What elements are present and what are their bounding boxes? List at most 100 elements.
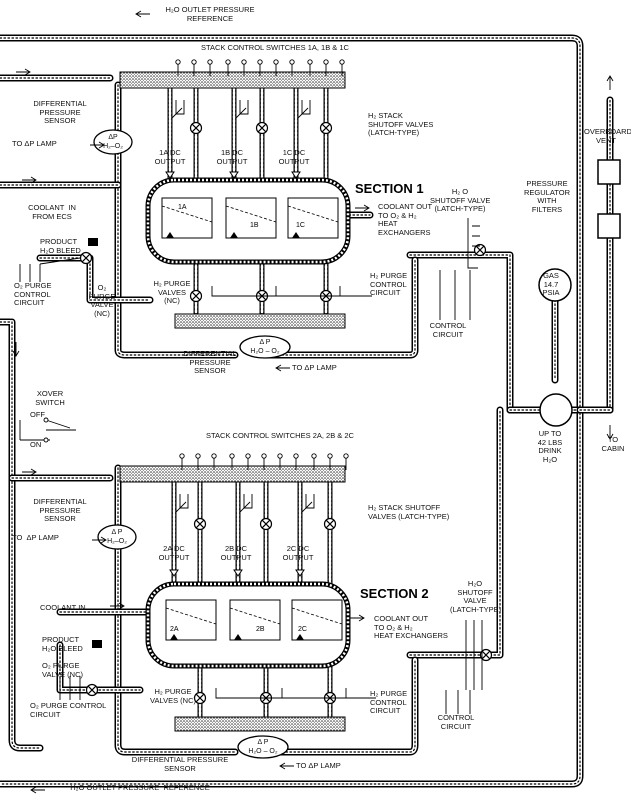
stack-control-switches-2-label: STACK CONTROL SWITCHES 2A, 2B & 2C (206, 431, 354, 440)
switch-row-2-t8 (311, 453, 317, 459)
arrow-return (12, 342, 20, 357)
coolant1-right-texture (269, 259, 416, 356)
arrow-coolant2-out (350, 614, 365, 622)
switch-row-1-t8 (307, 59, 313, 65)
h2-purge-valve-20-x (195, 693, 205, 703)
output-2b-label: 2B DC OUTPUT (220, 544, 252, 562)
differential-pressure-sensor-1-label: DIFFERENTIAL PRESSURE SENSOR (33, 99, 87, 125)
switch-row-1-t4 (241, 59, 247, 65)
check-10 (165, 171, 175, 179)
output-1c-label: 1C DC OUTPUT (278, 148, 310, 166)
switch-row-2-t4 (245, 453, 251, 459)
sensor-2-text: Δ P H₂–O₂ (107, 529, 127, 545)
stack-1c-marker (292, 232, 300, 238)
switch-row-1-t2 (207, 59, 213, 65)
control-circuit-2-wiring (445, 620, 483, 714)
h2-purge-control-circuit-2-label: H₂ PURGE CONTROL CIRCUIT (370, 689, 408, 715)
switch-row-2-t6 (277, 453, 283, 459)
control-circuit-1-label: CONTROL CIRCUIT (429, 321, 467, 339)
switch-row-1-t9 (323, 59, 329, 65)
product-bleed-2-label: PRODUCT H₂O BLEED (42, 635, 83, 653)
check-22 (295, 569, 305, 577)
h2-stack-shutoff-valves-2-label: H₂ STACK SHUTOFF VALVES (LATCH-TYPE) (368, 503, 450, 521)
section-1-title: SECTION 1 (355, 181, 424, 196)
xover-pivot (43, 417, 49, 423)
coolant-out-2-label: COOLANT OUT TO O₂ & H₂ HEAT EXCHANGERS (374, 614, 448, 640)
arrow-coolant2-in-b (110, 602, 125, 610)
arrow-coolant-ecs (22, 176, 37, 184)
stack-2a-marker (170, 634, 178, 640)
arrow-dp-lamp-2 (92, 536, 107, 544)
h2-purge-valve-10-x (191, 291, 201, 301)
latch-20 (179, 494, 189, 509)
to-dp-lamp-1-label: TO ΔP LAMP (12, 139, 57, 148)
o2-purge-control-circuit-2-label: O₂ PURGE CONTROL CIRCUIT (30, 701, 107, 719)
stack-1b-separator (225, 205, 277, 223)
left-return-pipe-texture (0, 321, 41, 749)
arrow-outlet-top (135, 10, 150, 18)
to-cabin-label: TO CABIN (601, 435, 625, 453)
latch-22 (305, 494, 315, 509)
differential-pressure-sensor-mid-label: DIFFERENTIAL PRESSURE SENSOR (183, 349, 237, 375)
arrow-overboard (606, 75, 614, 90)
latch-10 (175, 100, 185, 115)
stack-1c (287, 197, 339, 239)
h2-purge-valves-2-label: H₂ PURGE VALVES (NC) (150, 687, 196, 705)
stack-2c-marker (296, 634, 304, 640)
latch-arm-21 (239, 501, 251, 513)
gas-label: GAS 14.7 PSIA (542, 271, 560, 297)
check-11 (229, 171, 239, 179)
bleed-1-box (88, 238, 98, 246)
stack-2c (291, 599, 343, 641)
latch-arm-12 (297, 107, 309, 119)
h2-manifold-2-top (119, 465, 346, 483)
section-2-vessel-texture (146, 582, 350, 668)
h2-stack-valve-12-x (321, 123, 331, 133)
to-dp-lamp-3-label: TO ΔP LAMP (296, 761, 341, 770)
coolant1-left-texture (117, 84, 236, 356)
stack-1b (225, 197, 277, 239)
cabin-regulator-pipe-core (508, 98, 612, 412)
arrow-dp-lamp-mid (275, 364, 290, 372)
coolant-in-1-label: COOLANT IN FROM ECS (28, 203, 76, 221)
to-dp-lamp-2-label: TO ΔP LAMP (12, 533, 59, 542)
h2o-outlet-pressure-reference-bottom: H₂O OUTLET PRESSURE REFERENCE (70, 783, 210, 792)
arrow-coolant2-in (22, 468, 37, 476)
bleed1-line-texture (39, 257, 151, 301)
product-bleed-1-label: PRODUCT H₂O BLEED (40, 237, 81, 255)
switch-row-2-t0 (179, 453, 185, 459)
overboard-vent-label: OVERBOARD VENT (584, 127, 631, 145)
differential-pressure-sensor-3-label: DIFFERENTIAL PRESSURE SENSOR (131, 755, 229, 773)
differential-pressure-sensor-2-label: DIFFERENTIAL PRESSURE SENSOR (33, 497, 87, 523)
switch-row-1-t1 (191, 59, 197, 65)
pressure-regulator-label: PRESSURE REGULATOR WITH FILTERS (524, 179, 570, 214)
switch-row-2-t9 (327, 453, 333, 459)
switch-row-1-t10 (339, 59, 345, 65)
gas-bladder (538, 268, 572, 302)
latch-arm-10 (171, 107, 183, 119)
control-circuit-2-label: CONTROL CIRCUIT (437, 713, 475, 731)
h2-stack-valve-11-x (257, 123, 267, 133)
h2-manifold-1-top (119, 71, 346, 89)
h2-stack-valve-21-x (261, 519, 271, 529)
h2-manifold-2-bottom (174, 716, 346, 732)
stack-control-switches-1-label: STACK CONTROL SWITCHES 1A, 1B & 1C (201, 43, 349, 52)
latch-arm-20 (175, 501, 187, 513)
o2-purge-valve-2-x (87, 685, 97, 695)
sensor-3-text: Δ P H₂O – O₂ (248, 739, 278, 755)
switch-row-2-t1 (195, 453, 201, 459)
arrow-coolant1-in (16, 68, 31, 76)
latch-12 (301, 100, 311, 115)
control-circuit-1-wiring (439, 218, 480, 320)
dp-sensor-2 (97, 524, 137, 550)
check-12 (291, 171, 301, 179)
dp-sensor-1 (93, 129, 133, 155)
h2-purge-wiring-1 (211, 286, 372, 297)
overboard-vent-box (597, 159, 621, 185)
o2-purge-control-circuit-1-label: O₂ PURGE CONTROL CIRCUIT (14, 281, 52, 307)
output-2c-label: 2C DC OUTPUT (282, 544, 314, 562)
stack-1a-separator (161, 205, 213, 223)
coolant2-left-texture (117, 467, 236, 753)
h2-purge-wiring-2 (215, 688, 376, 699)
